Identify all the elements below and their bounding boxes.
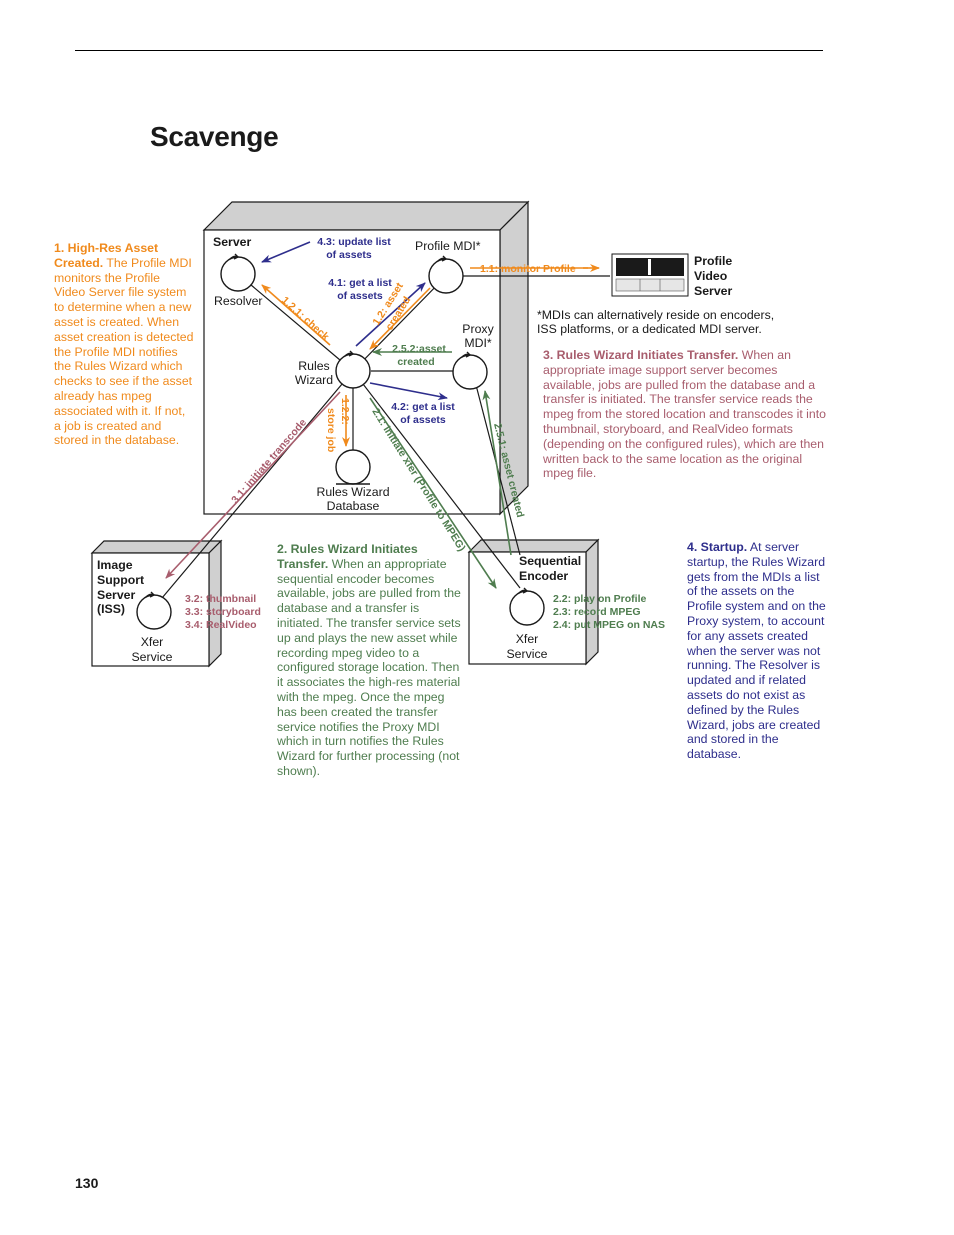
arrow-1-2-1 <box>261 284 331 346</box>
server-title: Server <box>213 235 252 249</box>
msg-2-5-2-l1: 2.5.2:asset <box>392 343 446 355</box>
database-label-2: Database <box>327 499 380 513</box>
paragraph-rules-wizard-initiates-transfer-iss: 3. Rules Wizard Initiates Transfer. When… <box>543 348 828 481</box>
encoder-label-1: Sequential <box>519 554 581 568</box>
profile-mdi-node <box>428 258 464 294</box>
paragraph-4-heading: 4. Startup. <box>687 540 748 554</box>
paragraph-3-body: When an appropriate image support server… <box>543 348 826 481</box>
encoder-service-label-2: Service <box>506 647 547 661</box>
top-rule <box>75 50 823 51</box>
paragraph-high-res-asset-created: 1. High-Res Asset Created. The Profile M… <box>54 241 194 448</box>
arrow-1-2 <box>369 287 431 350</box>
proxy-mdi-label-1: Proxy <box>462 322 494 336</box>
iss-service-label-1: Xfer <box>141 635 164 649</box>
iss-label-3: Server <box>97 588 136 602</box>
profile-video-server-device <box>611 253 689 297</box>
paragraph-1-heading: 1. High-Res Asset Created. <box>54 241 159 270</box>
msg-1-2-2-l2: store job <box>325 408 337 452</box>
pvs-label-1: Profile <box>694 254 732 268</box>
encoder-label-2: Encoder <box>519 569 568 583</box>
rules-wizard-node <box>335 353 371 389</box>
node-arc-marks <box>145 253 528 598</box>
paragraph-4-body: At server startup, the Rules Wizard gets… <box>687 540 826 762</box>
profile-mdi-label: Profile MDI* <box>415 239 481 253</box>
arrow-2-5-1 <box>482 390 512 556</box>
msg-4-2-l2: of assets <box>400 414 446 426</box>
msg-4-3-l1: 4.3: update list <box>317 236 391 248</box>
database-label-1: Rules Wizard <box>316 485 389 499</box>
resolver-node <box>220 256 256 292</box>
encoder-xfer-service-node <box>509 590 545 626</box>
paragraph-3-heading: 3. Rules Wizard Initiates Transfer. <box>543 348 739 362</box>
rules-wizard-label-2: Wizard <box>295 373 333 387</box>
msg-2-2: 2.2: play on Profile <box>553 593 647 605</box>
msg-4-1-l1: 4.1: get a list <box>328 277 392 289</box>
arrow-4-3 <box>261 241 311 263</box>
iss-label-2: Support <box>97 573 144 587</box>
iss-box <box>90 539 223 668</box>
msg-1-1: 1.1: monitor Profile <box>480 263 576 275</box>
arrow-2-1 <box>369 397 497 589</box>
msg-2-4: 2.4: put MPEG on NAS <box>553 619 665 631</box>
iss-label-1: Image <box>97 558 133 572</box>
msg-4-3-l2: of assets <box>326 249 372 261</box>
mdi-note: *MDIs can alternatively reside on encode… <box>537 308 775 336</box>
arrow-4-1 <box>355 282 426 347</box>
msg-2-3: 2.3: record MPEG <box>553 606 641 618</box>
pvs-label-3: Server <box>694 284 733 298</box>
paragraph-2-body: When an appropriate sequential encoder b… <box>277 556 461 778</box>
rules-wizard-label-1: Rules <box>298 359 329 373</box>
paragraph-2-heading: 2. Rules Wizard Initiates Transfer. <box>277 542 418 571</box>
arrow-4-2 <box>369 382 448 401</box>
msg-3-2: 3.2: thumbnail <box>185 593 256 605</box>
paragraph-startup: 4. Startup. At server startup, the Rules… <box>687 540 829 762</box>
encoder-service-label-1: Xfer <box>516 632 539 646</box>
msg-3-3: 3.3: storyboard <box>185 606 261 618</box>
msg-2-5-2-l2: created <box>397 356 434 368</box>
paragraph-rules-wizard-initiates-transfer-encoder: 2. Rules Wizard Initiates Transfer. When… <box>277 542 467 779</box>
iss-service-label-2: Service <box>131 650 172 664</box>
arrow-3-1 <box>165 391 341 579</box>
proxy-mdi-node <box>452 354 488 390</box>
page-title: Scavenge <box>150 121 279 152</box>
proxy-mdi-label-2: MDI* <box>464 336 492 350</box>
resolver-label: Resolver <box>214 294 263 308</box>
rules-wizard-database-node <box>335 449 371 485</box>
paragraph-1-body: The Profile MDI monitors the Profile Vid… <box>54 255 194 448</box>
iss-xfer-service-node <box>136 594 172 630</box>
msg-1-2-2-l1: 1.2.2: <box>339 398 351 425</box>
page-number: 130 <box>75 1175 99 1191</box>
pvs-label-2: Video <box>694 269 728 283</box>
msg-4-1-l2: of assets <box>337 290 383 302</box>
msg-3-4: 3.4: RealVideo <box>185 619 257 631</box>
msg-4-2-l1: 4.2: get a list <box>391 401 455 413</box>
iss-label-4: (ISS) <box>97 602 125 616</box>
